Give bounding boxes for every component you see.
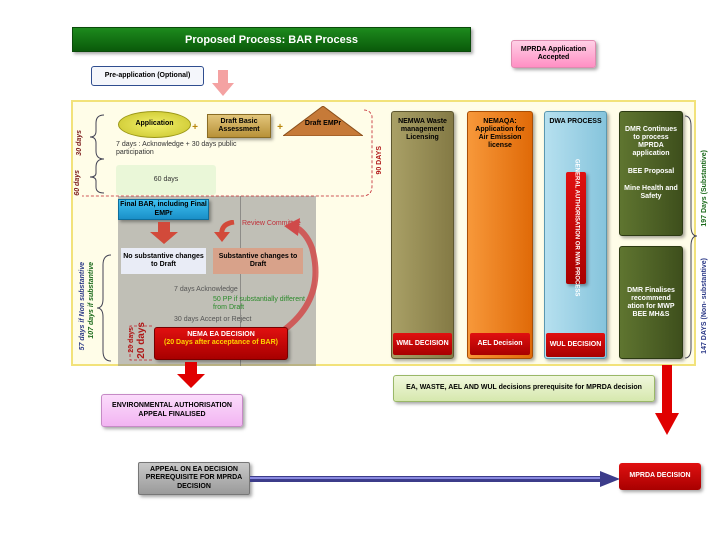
- mprda-down-arrow: [655, 365, 679, 435]
- nema-decision-subtitle: (20 Days after acceptance of BAR): [164, 339, 278, 347]
- dwa-label: DWA PROCESS: [549, 118, 602, 125]
- sixty-days-box: 60 days: [116, 165, 216, 195]
- page-title: Proposed Process: BAR Process: [72, 27, 471, 52]
- draft-empr-triangle: [283, 106, 363, 136]
- nema-decision-title: NEMA EA DECISION: [187, 331, 255, 338]
- nemaqa-column: NEMAQA: Application for Air Emission lic…: [467, 111, 533, 359]
- nema-down-arrow: [177, 362, 205, 388]
- env-authorisation-box: ENVIRONMENTAL AUTHORISATION APPEAL FINAL…: [101, 394, 243, 427]
- plus-sign-1: +: [192, 121, 198, 133]
- right-brace: [684, 115, 698, 359]
- substantive-box: Substantive changes to Draft: [213, 248, 303, 274]
- nema-ea-decision-box: NEMA EA DECISION (20 Days after acceptan…: [154, 327, 288, 360]
- application-ellipse: Application: [118, 111, 191, 138]
- days-90-label: 90 DAYS: [376, 146, 383, 175]
- days-197-label: 197 Days (Substantive): [701, 150, 708, 227]
- days-147-label: 147 DAYS (Non- substantive): [701, 258, 708, 354]
- draft-basic-assessment-box: Draft Basic Assessment: [207, 114, 271, 138]
- final-bar-box: Final BAR, including Final EMPr: [118, 199, 209, 220]
- nemaqa-label: NEMAQA: Application for Air Emission lic…: [475, 118, 525, 150]
- nemwa-column: NEMWA Waste management Licensing: [391, 111, 454, 359]
- acknowledge-7-text: 7 days Acknowledge: [174, 286, 238, 293]
- pre-application-box: Pre-application (Optional): [91, 66, 204, 86]
- dmr-bottom-box: DMR Finalises recommend ation for MWP BE…: [619, 246, 683, 359]
- ninety-days-bracket: [82, 109, 373, 197]
- general-authorisation-label: GENERAL AUTHORISATION OR NWA PROCESS: [573, 159, 580, 297]
- down-arrow-left: [150, 222, 178, 244]
- dmr-bottom-label: DMR Finalises recommend ation for MWP BE…: [627, 287, 675, 319]
- pre-application-arrow: [212, 70, 234, 96]
- dmr-top-box: DMR Continues to process MPRDA applicati…: [619, 111, 683, 236]
- wml-decision-box: WML DECISION: [393, 333, 452, 355]
- left-brace-bottom: [96, 254, 112, 362]
- wul-decision-box: WUL DECISION: [546, 333, 605, 357]
- days-20-label-a: 20 days: [128, 327, 135, 353]
- left-107-label: 107 days if substantive: [88, 262, 95, 339]
- bee-proposal-label: BEE Proposal: [627, 168, 675, 176]
- mine-health-label: Mine Health and Safety: [624, 185, 678, 201]
- prerequisite-box: EA, WASTE, AEL AND WUL decisions prerequ…: [393, 375, 655, 402]
- left-braces: [89, 114, 105, 194]
- plus-sign-2: +: [277, 121, 283, 133]
- no-substantive-box: No substantive changes to Draft: [121, 248, 206, 274]
- left-57-label: 57 days if Non substantive: [79, 262, 86, 351]
- mprda-accepted-box: MPRDA Application Accepted: [511, 40, 596, 68]
- twenty-days-bracket: [129, 325, 152, 361]
- ael-decision-box: AEL Decision: [470, 333, 530, 355]
- mprda-decision-box: MPRDA DECISION: [619, 463, 701, 490]
- pp-50-text: 50 PP if substantially different from Dr…: [213, 296, 305, 312]
- appeal-to-mprda-arrow: [250, 471, 620, 487]
- review-committee-label: Review Committee: [242, 220, 301, 227]
- appeal-ea-box: APPEAL ON EA DECISION PREREQUISITE FOR M…: [138, 462, 250, 495]
- curved-arrow-left: [214, 220, 235, 242]
- curved-return-arrow: [282, 218, 319, 333]
- days-20-label-b: 20 days: [136, 322, 147, 359]
- nemwa-label: NEMWA Waste management Licensing: [398, 118, 447, 142]
- general-authorisation-box: GENERAL AUTHORISATION OR NWA PROCESS: [566, 159, 586, 297]
- draft-empr-label: Draft EMPr: [304, 119, 342, 127]
- grey-region-divider: [240, 196, 241, 366]
- dmr-top-label: DMR Continues to process MPRDA applicati…: [624, 126, 678, 158]
- accept-reject-text: 30 days Accept or Reject: [174, 316, 252, 323]
- acknowledge-30-text: 7 days : Acknowledge + 30 days public pa…: [116, 141, 237, 157]
